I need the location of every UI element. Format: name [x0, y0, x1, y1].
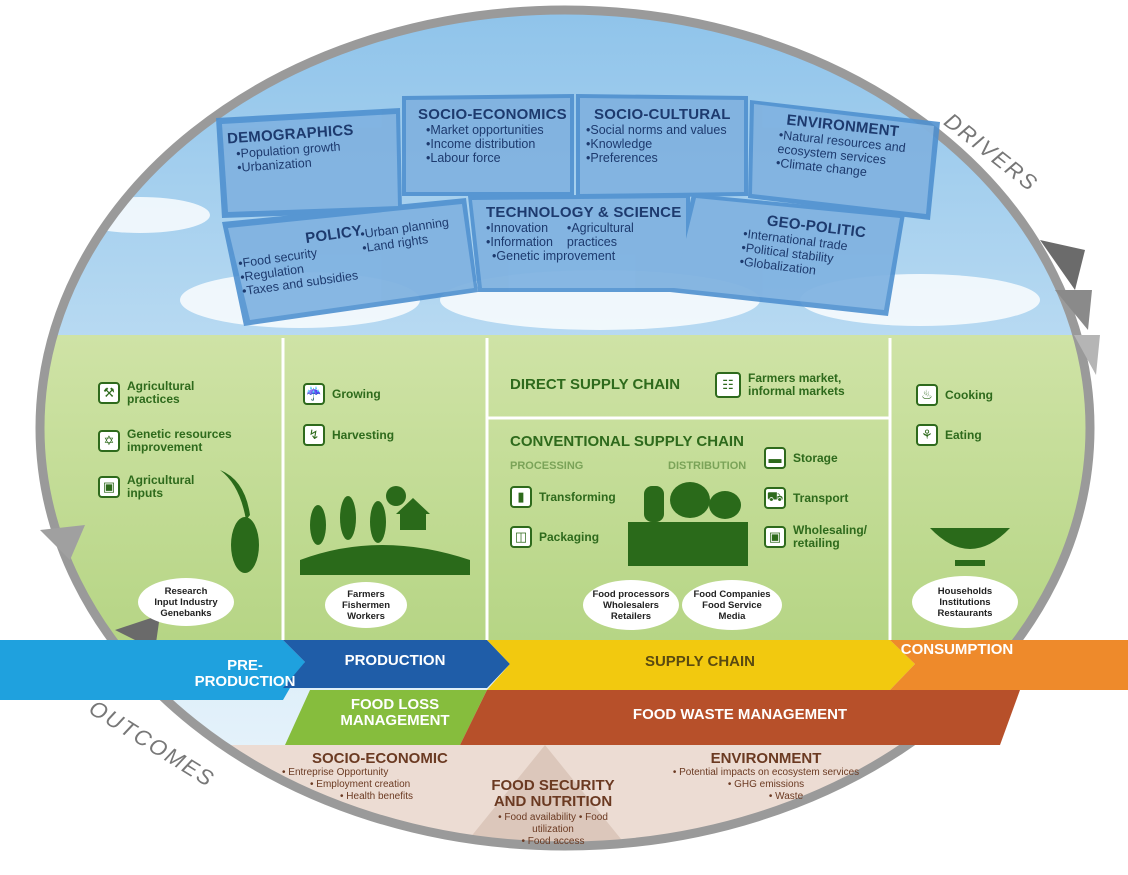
production-label: PRODUCTION: [344, 652, 446, 669]
dna-icon: ✡: [98, 430, 120, 452]
processing-item: ◫ Packaging: [510, 526, 599, 548]
consumption-actors: Households Institutions Restaurants: [912, 576, 1018, 628]
distribution-item: ▣ Wholesaling/ retailing: [764, 524, 884, 550]
consumption-item: ⚘ Eating: [916, 424, 982, 446]
socio-economics-item: Labour force: [426, 151, 567, 165]
production-actors: Farmers Fishermen Workers: [325, 582, 407, 628]
processing-label: PROCESSING: [510, 460, 584, 472]
processing-item: ▮ Transforming: [510, 486, 616, 508]
storage-icon: ▬: [764, 447, 786, 469]
technology-item: Information: [486, 235, 553, 249]
watering-icon: ☔: [303, 383, 325, 405]
outcome-socio-economic: SOCIO-ECONOMIC • Entreprise Opportunity …: [282, 750, 448, 802]
supply-chain-arrow: [487, 640, 915, 690]
barrel-icon: ▮: [510, 486, 532, 508]
preproduction-item: ✡ Genetic resources improvement: [98, 428, 258, 454]
socio-cultural-item: Knowledge: [586, 137, 731, 151]
consumption-arrow: [890, 640, 1128, 690]
pot-icon: ♨: [916, 384, 938, 406]
sun-icon: [386, 486, 406, 506]
drivers-arrow-head-2: [1055, 290, 1092, 330]
cutlery-icon: ⚘: [916, 424, 938, 446]
food-loss-band: [285, 690, 487, 745]
distribution-label: DISTRIBUTION: [668, 460, 747, 472]
socio-economics-item: Market opportunities: [426, 123, 567, 137]
box-demographics: DEMOGRAPHICS Population growth Urbanizat…: [227, 122, 356, 176]
box-socio-cultural: SOCIO-CULTURAL Social norms and values K…: [586, 106, 731, 165]
socio-cultural-item: Social norms and values: [586, 123, 731, 137]
food-waste-band: [460, 690, 1020, 745]
technology-item: Innovation: [486, 221, 553, 235]
outcome-environment: ENVIRONMENT • Potential impacts on ecosy…: [672, 750, 860, 802]
socio-cultural-title: SOCIO-CULTURAL: [594, 106, 731, 123]
production-item: ↯ Harvesting: [303, 424, 394, 446]
sickle-icon: ↯: [303, 424, 325, 446]
food-waste-label: FOOD WASTE MANAGEMENT: [632, 706, 848, 723]
drivers-arrow-head-1: [1040, 240, 1085, 290]
distribution-item: ▬ Storage: [764, 447, 838, 469]
crate-illustration: [628, 482, 748, 566]
box-socio-economics: SOCIO-ECONOMICS Market opportunities Inc…: [418, 106, 567, 165]
tools-icon: ⚒: [98, 382, 120, 404]
socio-economics-item: Income distribution: [426, 137, 567, 151]
input-bag-icon: ▣: [98, 476, 120, 498]
seedling-illustration: [220, 470, 259, 573]
preproduction-actors: Research Input Industry Genebanks: [138, 578, 234, 626]
technology-item: Genetic improvement: [492, 249, 686, 263]
package-icon: ◫: [510, 526, 532, 548]
cycle-ring: [35, 5, 1095, 851]
direct-supply-item: ☷ Farmers market, informal markets: [715, 372, 875, 398]
drivers-arrow-head-3: [1074, 335, 1100, 375]
consumption-label: CONSUMPTION: [900, 641, 1014, 658]
cart-icon: ▣: [764, 526, 786, 548]
supply-actors-b: Food Companies Food Service Media: [682, 580, 782, 630]
supply-actors-a: Food processors Wholesalers Retailers: [583, 580, 679, 630]
production-item: ☔ Growing: [303, 383, 381, 405]
supply-chain-label: SUPPLY CHAIN: [644, 653, 756, 670]
technology-title: TECHNOLOGY & SCIENCE: [486, 204, 682, 221]
direct-supply-chain-title: DIRECT SUPPLY CHAIN: [510, 376, 681, 393]
socio-cultural-item: Preferences: [586, 151, 731, 165]
food-loss-label: FOOD LOSS MANAGEMENT: [340, 696, 450, 729]
bowl-illustration: [930, 528, 1010, 566]
preproduction-item: ▣ Agricultural inputs: [98, 474, 218, 500]
pre-production-arrow: [0, 640, 305, 700]
pre-production-label: PRE- PRODUCTION: [194, 657, 296, 690]
outcomes-arrow-head-1: [40, 525, 85, 560]
basket-icon: ☷: [715, 372, 741, 398]
consumption-item: ♨ Cooking: [916, 384, 993, 406]
truck-icon: ⛟: [764, 487, 786, 509]
socio-economics-title: SOCIO-ECONOMICS: [418, 106, 567, 123]
preproduction-item: ⚒ Agricultural practices: [98, 380, 238, 406]
box-technology-science: TECHNOLOGY & SCIENCE Innovation Informat…: [486, 204, 686, 263]
outcome-food-security: FOOD SECURITY AND NUTRITION • Food avail…: [491, 777, 615, 848]
production-arrow: [283, 640, 510, 688]
conventional-supply-chain-title: CONVENTIONAL SUPPLY CHAIN: [510, 433, 744, 450]
distribution-item: ⛟ Transport: [764, 487, 848, 509]
technology-item: Agricultural practices: [567, 221, 647, 249]
production-crops-illustration: [300, 496, 470, 575]
